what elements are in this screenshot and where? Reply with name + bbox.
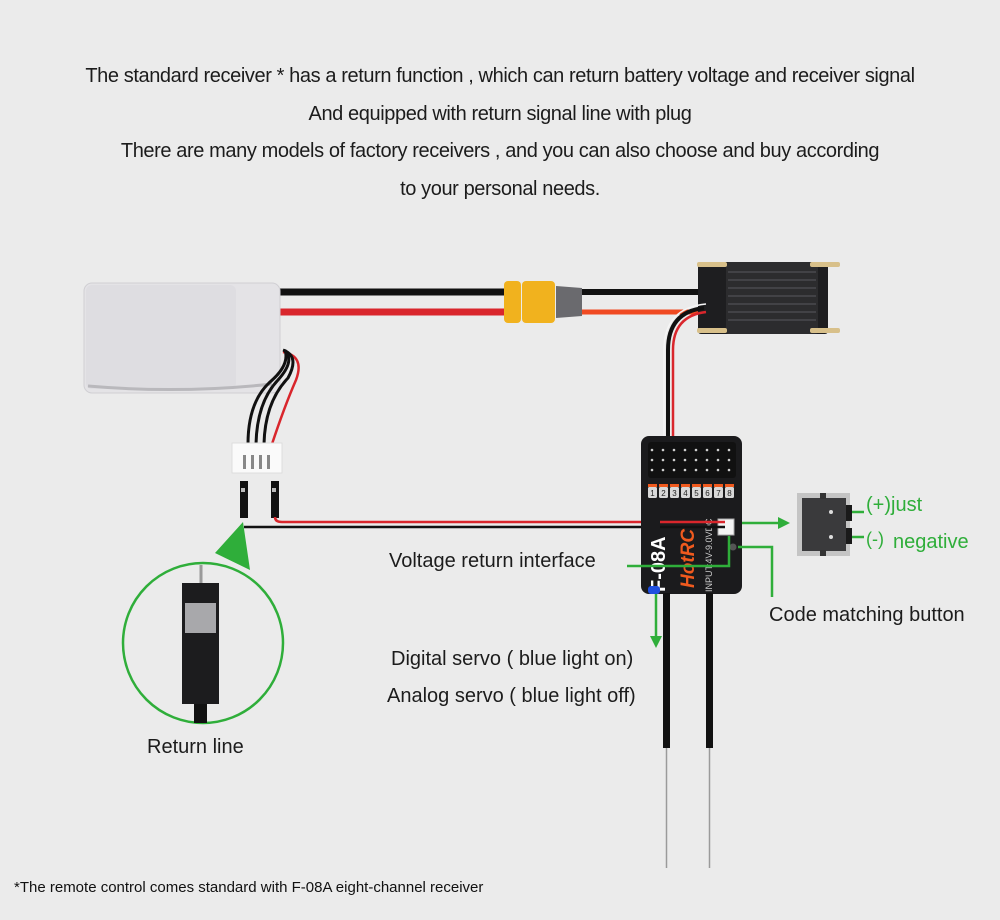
intro-line-3: There are many models of factory receive… — [120, 140, 880, 162]
main-power-wires — [270, 288, 705, 316]
channel-marker — [670, 484, 679, 487]
channel-marker — [714, 484, 723, 487]
intro-line-2: And equipped with return signal line wit… — [308, 102, 692, 125]
return-signal-plugs — [240, 481, 660, 529]
return-line-label: Return line — [147, 736, 244, 758]
header-pin — [694, 468, 698, 472]
code-matching-button[interactable] — [729, 543, 737, 551]
esc-signal-lead — [663, 303, 707, 470]
header-pin — [727, 468, 731, 472]
negative-pin-symbol: (-) — [866, 529, 884, 549]
header-pin — [705, 468, 709, 472]
header-pin — [705, 458, 709, 462]
channel-label: 5 — [694, 489, 699, 498]
intro-line-1: The standard receiver * has a return fun… — [85, 65, 915, 87]
status-led — [648, 586, 660, 594]
balance-lead — [231, 348, 300, 474]
header-pin — [694, 458, 698, 462]
header-pin — [650, 468, 654, 472]
header-pin — [683, 458, 687, 462]
negative-pin-label: negative — [893, 531, 969, 553]
header-pin — [683, 448, 687, 452]
header-pin — [672, 468, 676, 472]
header-pin — [661, 448, 665, 452]
channel-label: 6 — [705, 489, 710, 498]
header-pin — [727, 448, 731, 452]
channel-marker — [659, 484, 668, 487]
channel-box — [659, 487, 668, 498]
channel-box — [692, 487, 701, 498]
intro-text: The standard receiver * has a return fun… — [0, 58, 1000, 208]
esc-module — [697, 262, 840, 334]
header-pin — [716, 458, 720, 462]
header-pin — [650, 448, 654, 452]
channel-label: 4 — [683, 489, 688, 498]
channel-marker — [681, 484, 690, 487]
footnote: *The remote control comes standard with … — [14, 879, 484, 896]
channel-marker — [648, 484, 657, 487]
analog-servo-label: Analog servo ( blue light off) — [387, 685, 636, 707]
intro-line-4: to your personal needs. — [400, 177, 600, 200]
return-line-zoom — [121, 522, 285, 725]
xt60-connector — [504, 281, 582, 323]
voltage-return-interface-label: Voltage return interface — [389, 550, 596, 572]
header-pin — [716, 448, 720, 452]
header-pin — [672, 458, 676, 462]
channel-marker — [692, 484, 701, 487]
receiver-input-label: INPUT:4V-9.0VDC — [704, 518, 714, 592]
header-pin — [716, 468, 720, 472]
channel-label: 7 — [716, 489, 721, 498]
channel-marker — [703, 484, 712, 487]
channel-box — [714, 487, 723, 498]
channel-marker — [725, 484, 734, 487]
channel-box — [670, 487, 679, 498]
header-pin — [727, 458, 731, 462]
channel-box — [703, 487, 712, 498]
header-pin — [661, 468, 665, 472]
receiver-model-label: F-08A — [648, 536, 670, 592]
channel-box — [725, 487, 734, 498]
channel-label: 3 — [672, 489, 677, 498]
header-pin — [694, 448, 698, 452]
header-pin — [683, 468, 687, 472]
return-connector-detail — [797, 493, 852, 556]
header-pin — [650, 458, 654, 462]
channel-label: 2 — [661, 489, 666, 498]
digital-servo-label: Digital servo ( blue light on) — [391, 648, 634, 670]
channel-label: 8 — [727, 489, 732, 498]
header-pin — [661, 458, 665, 462]
positive-pin-label: (+)just — [866, 494, 923, 516]
receiver-brand-label: HotRC — [678, 529, 699, 588]
header-pin — [705, 448, 709, 452]
channel-box — [681, 487, 690, 498]
header-pin — [672, 448, 676, 452]
channel-label: 1 — [650, 489, 655, 498]
channel-box — [648, 487, 657, 498]
lipo-battery — [83, 282, 281, 394]
code-matching-button-label: Code matching button — [769, 604, 965, 626]
